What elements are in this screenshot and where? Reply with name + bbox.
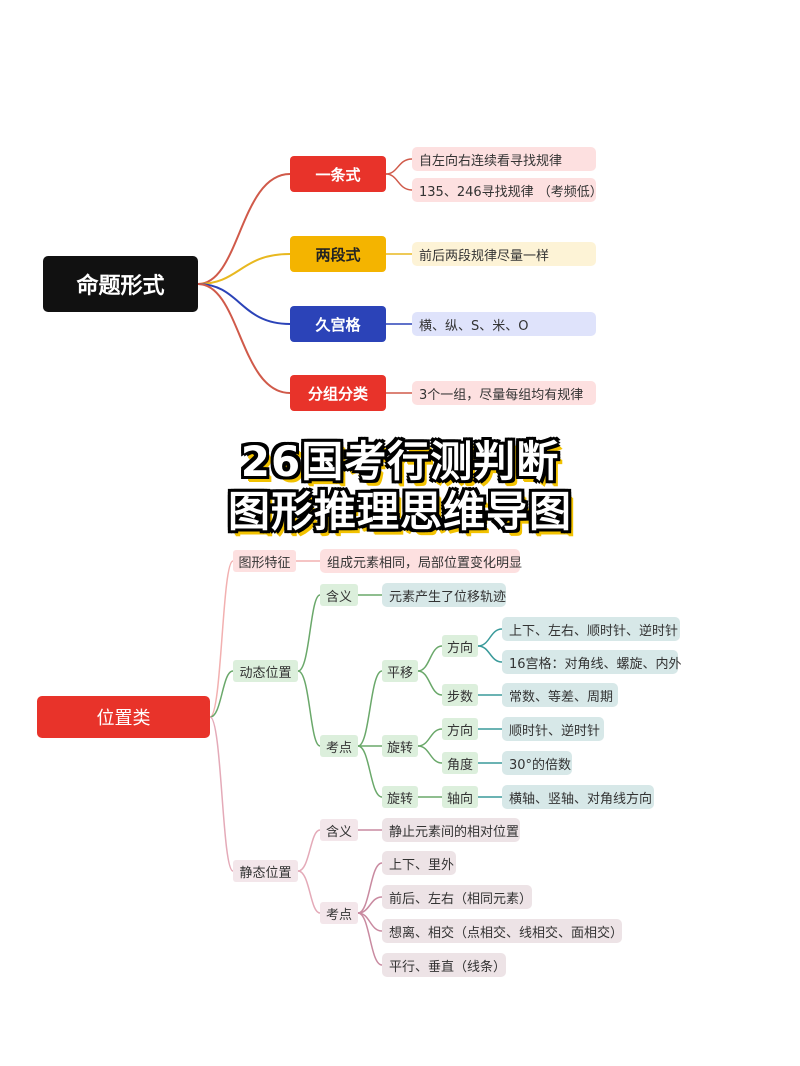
leaf-static-meaning: 静止元素间的相对位置 <box>382 818 520 842</box>
leaf-grouping: 3个一组，尽量每组均有规律 <box>412 381 596 405</box>
leaf-flip-axis: 横轴、竖轴、对角线方向 <box>502 785 654 809</box>
leaf-rotate-direction: 顺时针、逆时针 <box>502 717 604 741</box>
node-rotate-direction: 方向 <box>442 718 478 740</box>
node-translate: 平移 <box>382 660 418 682</box>
node-rotate-angle: 角度 <box>442 752 478 774</box>
node-rotate: 旋转 <box>382 735 418 757</box>
node-static-points: 考点 <box>320 902 358 924</box>
leaf-nine-grid: 横、纵、S、米、O <box>412 312 596 336</box>
leaf-one-line-1: 自左向右连续看寻找规律 <box>412 147 596 171</box>
leaf-rotate-angle: 30°的倍数 <box>502 751 572 775</box>
leaf-two-segment: 前后两段规律尽量一样 <box>412 242 596 266</box>
branch-one-line: 一条式 <box>290 156 386 192</box>
title-line-1: 26国考行测判断 <box>240 437 560 486</box>
node-translate-steps: 步数 <box>442 684 478 706</box>
node-feature: 图形特征 <box>233 550 296 572</box>
node-static: 静态位置 <box>233 860 298 882</box>
branch-two-segment: 两段式 <box>290 236 386 272</box>
node-static-meaning: 含义 <box>320 819 358 841</box>
leaf-static-point-2: 前后、左右（相同元素） <box>382 885 532 909</box>
leaf-dynamic-meaning: 元素产生了位移轨迹 <box>382 583 506 607</box>
leaf-static-point-4: 平行、垂直（线条） <box>382 953 506 977</box>
leaf-static-point-3: 想离、相交（点相交、线相交、面相交） <box>382 919 623 943</box>
node-dynamic-points: 考点 <box>320 735 358 757</box>
node-dynamic-meaning: 含义 <box>320 584 358 606</box>
leaf-feature: 组成元素相同，局部位置变化明显 <box>320 549 522 573</box>
node-dynamic: 动态位置 <box>233 660 298 682</box>
leaf-one-line-2: 135、246寻找规律 （考频低） <box>412 178 603 202</box>
branch-grouping: 分组分类 <box>290 375 386 411</box>
map1-root: 命题形式 <box>43 256 198 312</box>
title-line-2: 图形推理思维导图 <box>227 487 572 536</box>
leaf-static-point-1: 上下、里外 <box>382 851 456 875</box>
leaf-translate-direction-2: 16宫格：对角线、螺旋、内外 <box>502 650 682 674</box>
leaf-translate-steps: 常数、等差、周期 <box>502 683 618 707</box>
leaf-translate-direction-1: 上下、左右、顺时针、逆时针 <box>502 617 680 641</box>
branch-nine-grid: 久宫格 <box>290 306 386 342</box>
node-flip-axis: 轴向 <box>442 786 478 808</box>
node-translate-direction: 方向 <box>442 635 478 657</box>
map2-root: 位置类 <box>37 696 210 738</box>
node-flip: 旋转 <box>382 786 418 808</box>
